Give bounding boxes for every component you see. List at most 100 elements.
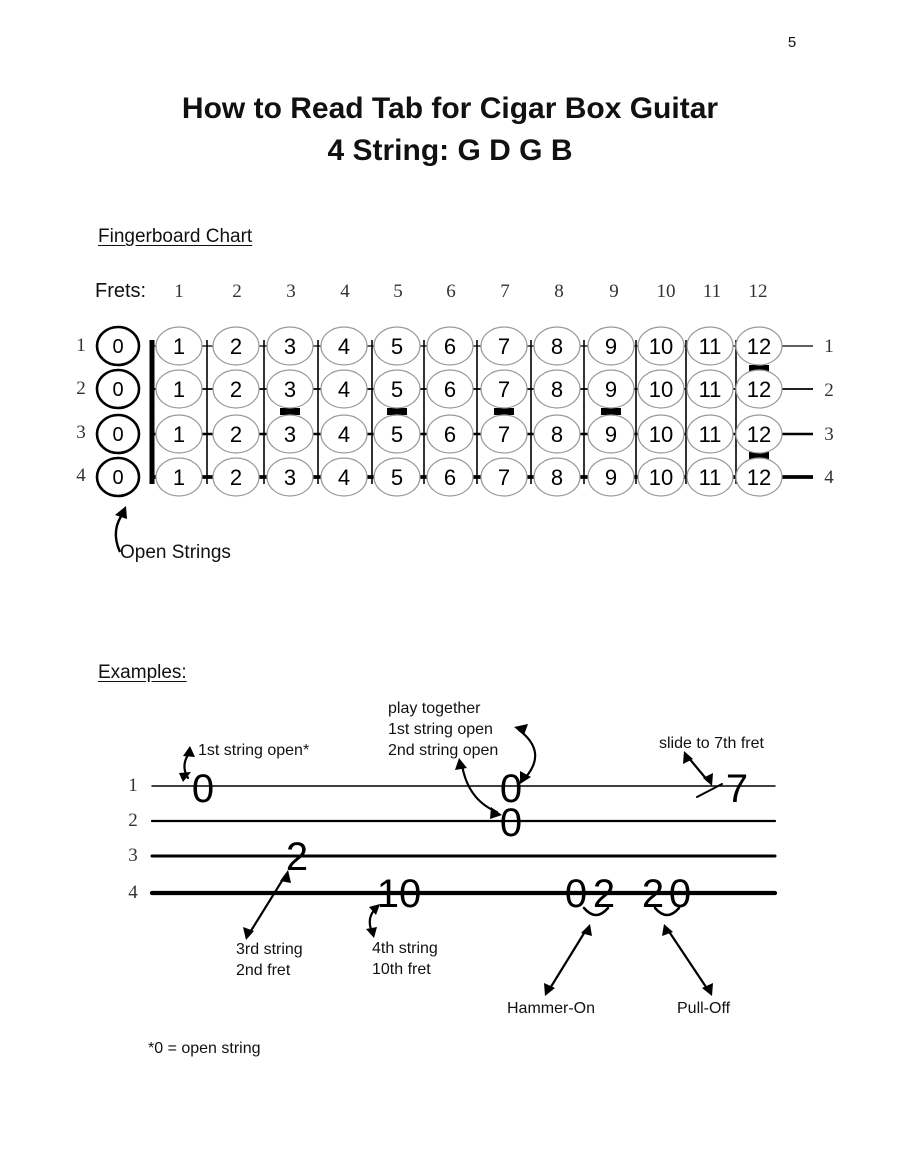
fret-note-circle xyxy=(373,369,421,409)
arrowhead xyxy=(702,983,713,996)
arrowhead xyxy=(243,927,254,940)
page-title: How to Read Tab for Cigar Box Guitar xyxy=(181,92,719,125)
fret-note-label: 3 xyxy=(284,377,296,402)
arrowhead xyxy=(683,751,693,764)
fret-position-marker xyxy=(494,408,514,415)
fret-note-label: 1 xyxy=(173,377,185,402)
fret-number: 10 xyxy=(656,281,676,302)
string-number-left: 2 xyxy=(76,378,86,399)
fret-note-circle xyxy=(637,414,685,454)
fret-note-circle xyxy=(266,326,314,366)
fret-note-label: 11 xyxy=(699,334,722,359)
fret-number: 4 xyxy=(340,281,350,302)
fret-note-label: 10 xyxy=(649,465,673,490)
fret-note-circle xyxy=(533,369,581,409)
fret-note-circle xyxy=(587,457,635,497)
fret-number: 3 xyxy=(286,281,296,302)
arrow-third-string xyxy=(247,874,287,936)
fret-note-label: 11 xyxy=(699,422,722,447)
tab-string-number: 2 xyxy=(128,810,138,831)
fret-note-label: 5 xyxy=(391,334,403,359)
fret-note-label: 3 xyxy=(284,422,296,447)
tab-note-hammer-to: 2 xyxy=(593,872,615,916)
fret-note-circle xyxy=(735,457,783,497)
arrowhead xyxy=(581,924,592,936)
examples-heading: Examples: xyxy=(98,662,187,683)
open-string-label: 0 xyxy=(112,379,123,401)
fret-note-circle xyxy=(587,369,635,409)
fret-number: 11 xyxy=(702,281,722,302)
annotation-line: 1st string open xyxy=(388,721,493,738)
string-number-right: 1 xyxy=(824,336,834,357)
fret-note-label: 2 xyxy=(230,334,242,359)
fret-note-label: 8 xyxy=(551,377,563,402)
arrowhead xyxy=(514,724,528,735)
fret-note-label: 9 xyxy=(605,422,617,447)
fret-note-circle xyxy=(735,369,783,409)
tab-string-number: 3 xyxy=(128,845,138,866)
fret-note-circle xyxy=(587,414,635,454)
fingerboard-chart-heading: Fingerboard Chart xyxy=(98,226,253,247)
fret-note-label: 2 xyxy=(230,377,242,402)
fret-note-circle xyxy=(266,369,314,409)
fret-note-circle xyxy=(212,414,260,454)
annotation-line: 3rd string xyxy=(236,941,303,958)
fret-note-circle xyxy=(735,326,783,366)
tab-note-s4-fret10: 10 xyxy=(377,872,422,916)
annotation-slide: slide to 7th fret xyxy=(659,735,764,752)
fret-note-circle xyxy=(426,414,474,454)
tab-note-chord-s2: 0 xyxy=(500,801,522,845)
fret-note-label: 9 xyxy=(605,377,617,402)
annotation-line: 2nd string open xyxy=(388,742,499,759)
string-number-right: 2 xyxy=(824,380,834,401)
annotation-third-string: 3rd string 2nd fret xyxy=(236,939,303,981)
fret-note-circle xyxy=(373,326,421,366)
fret-note-circle xyxy=(480,369,528,409)
fret-note-label: 4 xyxy=(338,422,350,447)
fret-note-label: 9 xyxy=(605,334,617,359)
fret-note-circle xyxy=(637,369,685,409)
fret-note-label: 11 xyxy=(699,465,722,490)
fret-note-circle xyxy=(320,326,368,366)
fret-position-marker xyxy=(601,408,621,415)
fret-number: 1 xyxy=(174,281,184,302)
fret-note-label: 6 xyxy=(444,334,456,359)
fret-number: 12 xyxy=(748,281,768,302)
arrowhead xyxy=(369,904,380,915)
fret-number: 5 xyxy=(393,281,403,302)
arrow-hammer-on xyxy=(547,928,588,992)
fret-note-circle xyxy=(686,457,734,497)
annotation-line: 2nd fret xyxy=(236,962,291,979)
fret-note-label: 5 xyxy=(391,422,403,447)
page-number: 5 xyxy=(787,34,797,51)
hammer-on-tie xyxy=(582,906,610,917)
fret-note-label: 7 xyxy=(498,422,510,447)
page-subtitle: 4 String: G D G B xyxy=(327,134,573,167)
arrowhead xyxy=(544,983,555,996)
fret-note-label: 9 xyxy=(605,465,617,490)
fret-note-label: 10 xyxy=(649,334,673,359)
fret-note-circle xyxy=(637,457,685,497)
fret-note-label: 10 xyxy=(649,422,673,447)
fret-note-circle xyxy=(320,457,368,497)
open-string-marker xyxy=(95,325,141,367)
fret-note-circle xyxy=(426,457,474,497)
open-string-label: 0 xyxy=(112,336,123,358)
fret-note-label: 1 xyxy=(173,465,185,490)
fret-note-label: 7 xyxy=(498,377,510,402)
fret-note-label: 3 xyxy=(284,465,296,490)
tab-note-pull-from: 2 xyxy=(642,872,664,916)
arrowhead xyxy=(280,870,291,883)
fret-note-label: 8 xyxy=(551,465,563,490)
fret-note-label: 4 xyxy=(338,465,350,490)
tab-note-pull-to: 0 xyxy=(669,872,691,916)
arrow-slide xyxy=(686,755,710,783)
fret-note-circle xyxy=(533,326,581,366)
tab-note-s1-open: 0 xyxy=(192,767,214,811)
fret-position-marker xyxy=(749,452,769,459)
tab-note-hammer-from: 0 xyxy=(565,872,587,916)
pull-off-tie xyxy=(653,906,681,917)
fret-note-label: 12 xyxy=(747,334,771,359)
fret-note-circle xyxy=(155,326,203,366)
